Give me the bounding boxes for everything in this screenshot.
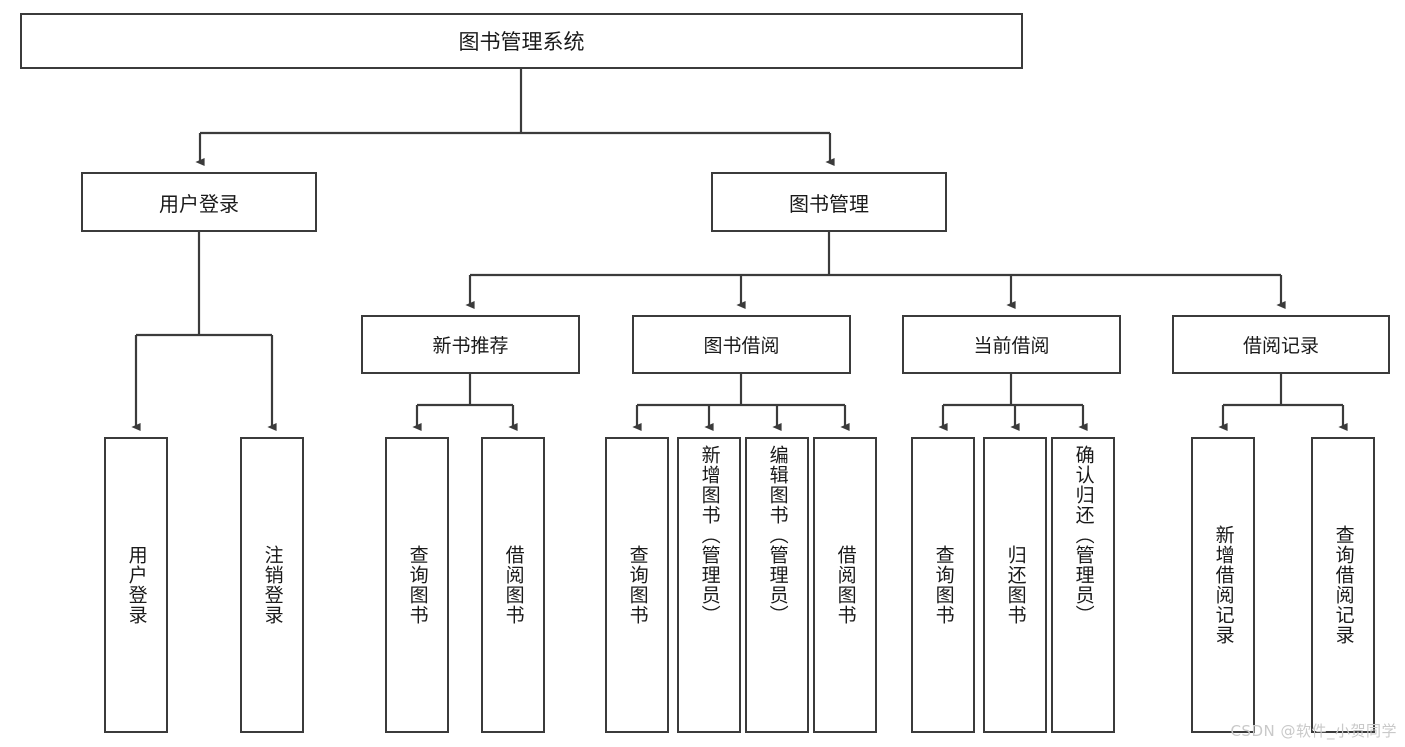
- leaf-query-book-2[interactable]: 查询图书: [605, 437, 669, 733]
- leaf-return-book[interactable]: 归还图书: [983, 437, 1047, 733]
- leaf-query-book-1[interactable]: 查询图书: [385, 437, 449, 733]
- node-new-book-rec[interactable]: 新书推荐: [361, 315, 580, 374]
- leaf-borrow-book-2[interactable]: 借阅图书: [813, 437, 877, 733]
- node-book-manage[interactable]: 图书管理: [711, 172, 947, 232]
- node-borrow-record[interactable]: 借阅记录: [1172, 315, 1390, 374]
- leaf-user-logout[interactable]: 注销登录: [240, 437, 304, 733]
- leaf-add-record[interactable]: 新增借阅记录: [1191, 437, 1255, 733]
- leaf-query-record[interactable]: 查询借阅记录: [1311, 437, 1375, 733]
- leaf-label: 借阅图书: [834, 545, 857, 625]
- leaf-add-book[interactable]: 新增图书（管理员）: [677, 437, 741, 733]
- leaf-query-book-3[interactable]: 查询图书: [911, 437, 975, 733]
- leaf-label: 查询图书: [406, 545, 429, 625]
- leaf-label: 归还图书: [1004, 545, 1027, 625]
- node-root[interactable]: 图书管理系统: [20, 13, 1023, 69]
- leaf-confirm-return[interactable]: 确认归还（管理员）: [1051, 437, 1115, 733]
- leaf-label: 查询借阅记录: [1332, 525, 1355, 645]
- leaf-label: 新增借阅记录: [1212, 525, 1235, 645]
- leaf-label: 确认归还（管理员）: [1072, 445, 1095, 625]
- leaf-label: 用户登录: [125, 545, 148, 625]
- node-user-login[interactable]: 用户登录: [81, 172, 317, 232]
- leaf-label: 查询图书: [626, 545, 649, 625]
- leaf-label: 借阅图书: [502, 545, 525, 625]
- leaf-borrow-book-1[interactable]: 借阅图书: [481, 437, 545, 733]
- leaf-label: 查询图书: [932, 545, 955, 625]
- node-current-borrow[interactable]: 当前借阅: [902, 315, 1121, 374]
- leaf-label: 注销登录: [261, 545, 284, 625]
- leaf-label: 新增图书（管理员）: [698, 445, 721, 625]
- node-book-borrow[interactable]: 图书借阅: [632, 315, 851, 374]
- leaf-user-login[interactable]: 用户登录: [104, 437, 168, 733]
- leaf-label: 编辑图书（管理员）: [766, 445, 789, 625]
- leaf-edit-book[interactable]: 编辑图书（管理员）: [745, 437, 809, 733]
